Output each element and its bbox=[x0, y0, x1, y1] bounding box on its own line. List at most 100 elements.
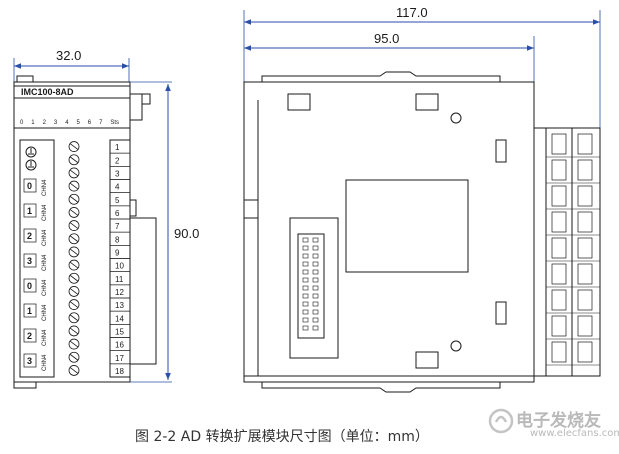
screw-icon bbox=[68, 351, 80, 363]
height-label: 90.0 bbox=[174, 226, 199, 241]
terminal-cell bbox=[109, 218, 131, 233]
module-model: IMC100-8AD bbox=[21, 87, 74, 97]
terminal-number: 11 bbox=[115, 275, 124, 284]
terminal-cell bbox=[109, 139, 131, 154]
connector-pin bbox=[302, 325, 309, 331]
side-terminal bbox=[551, 159, 567, 181]
watermark-url: www.elecfans.com bbox=[530, 428, 619, 439]
terminal-number: 12 bbox=[115, 288, 124, 297]
terminal-number: 15 bbox=[115, 328, 124, 337]
screw-icon bbox=[68, 220, 80, 231]
terminal-number: 8 bbox=[115, 235, 120, 244]
terminal-number: 7 bbox=[115, 222, 120, 231]
screw-slot bbox=[69, 143, 79, 150]
channel-digit: 1 bbox=[27, 206, 32, 216]
indicator-label: 1 bbox=[31, 120, 35, 126]
channel-vertical-label: CHN4 bbox=[42, 204, 48, 221]
screw-icon bbox=[68, 286, 80, 297]
indicator-label: 3 bbox=[54, 120, 58, 126]
terminal-cell bbox=[109, 363, 131, 378]
screw-slot bbox=[69, 340, 79, 348]
side-terminal bbox=[577, 289, 593, 311]
channel-digit: 2 bbox=[27, 331, 32, 341]
front-view bbox=[13, 58, 157, 389]
screw-slot bbox=[69, 301, 79, 308]
screw-icon bbox=[68, 141, 80, 152]
channel-digit: 1 bbox=[27, 306, 32, 316]
side-terminal bbox=[577, 263, 593, 285]
screw-slot bbox=[69, 195, 79, 203]
indicator-label: Sts bbox=[110, 120, 119, 126]
terminal-number: 9 bbox=[115, 249, 120, 258]
terminal-number: 18 bbox=[115, 367, 124, 376]
screw-slot bbox=[69, 235, 79, 243]
figure-caption: 图 2-2 AD 转换扩展模块尺寸图（单位：mm） bbox=[135, 429, 429, 445]
connector-pin bbox=[312, 301, 319, 307]
connector-pin bbox=[302, 237, 309, 243]
ground-icon bbox=[25, 146, 37, 171]
terminal-number: 14 bbox=[115, 314, 124, 323]
screw-slot bbox=[69, 327, 79, 335]
connector-pin bbox=[312, 269, 319, 275]
side-terminal bbox=[551, 237, 567, 259]
terminal-number: 1 bbox=[115, 143, 120, 152]
side-terminal bbox=[551, 289, 567, 311]
connector-pin bbox=[312, 325, 319, 331]
connector-pin bbox=[312, 317, 319, 323]
terminal-screws bbox=[68, 141, 80, 376]
screw-slot bbox=[69, 288, 79, 295]
watermark-logo-icon bbox=[488, 408, 514, 434]
channel-box bbox=[23, 328, 37, 343]
side-terminal bbox=[551, 133, 567, 155]
terminal-cell bbox=[109, 245, 131, 259]
channel-vertical-label: CHN4 bbox=[42, 279, 48, 296]
connector-pin bbox=[312, 285, 319, 291]
side-terminal bbox=[551, 211, 567, 233]
side-terminal bbox=[551, 341, 567, 363]
channel-vertical-label: CHN4 bbox=[42, 354, 48, 371]
screw-slot bbox=[69, 314, 79, 322]
connector-pin bbox=[312, 293, 319, 299]
indicator-label: 5 bbox=[77, 120, 81, 126]
channel-vertical-label: CHN4 bbox=[42, 254, 48, 271]
terminal-number: 16 bbox=[115, 341, 124, 350]
screw-slot bbox=[69, 222, 79, 229]
screw-icon bbox=[68, 299, 80, 310]
side-terminal bbox=[577, 133, 593, 155]
screw-icon bbox=[68, 246, 80, 258]
side-view bbox=[243, 10, 601, 393]
channel-box bbox=[23, 203, 37, 218]
screw-slot bbox=[69, 274, 79, 282]
channel-box bbox=[23, 253, 37, 268]
channel-box bbox=[23, 303, 37, 318]
connector-pin bbox=[302, 301, 309, 307]
screw-slot bbox=[69, 169, 79, 177]
watermark-text: 电子发烧友 bbox=[516, 411, 601, 431]
terminal-cell bbox=[109, 192, 131, 207]
connector-pin bbox=[312, 277, 319, 283]
screw-icon bbox=[68, 259, 80, 271]
screw-icon bbox=[68, 312, 80, 324]
terminal-cell bbox=[109, 152, 131, 167]
connector-pin bbox=[302, 285, 309, 291]
side-terminal bbox=[551, 315, 567, 337]
connector-pin bbox=[302, 277, 309, 283]
screw-slot bbox=[69, 209, 79, 216]
channel-box bbox=[23, 178, 37, 193]
connector-pin bbox=[312, 309, 319, 315]
channel-box bbox=[23, 228, 37, 243]
screw-slot bbox=[69, 248, 79, 256]
screw-icon bbox=[68, 193, 80, 205]
side-terminal bbox=[577, 237, 593, 259]
body-width-label: 95.0 bbox=[374, 31, 399, 46]
connector-pin bbox=[302, 261, 309, 267]
channel-box bbox=[23, 353, 37, 368]
indicator-label: 4 bbox=[65, 120, 69, 126]
connector-pin bbox=[302, 245, 309, 251]
channel-digit: 2 bbox=[27, 231, 32, 241]
screw-icon bbox=[68, 207, 80, 218]
channel-digit: 0 bbox=[27, 181, 32, 191]
connector-pin bbox=[302, 293, 309, 299]
